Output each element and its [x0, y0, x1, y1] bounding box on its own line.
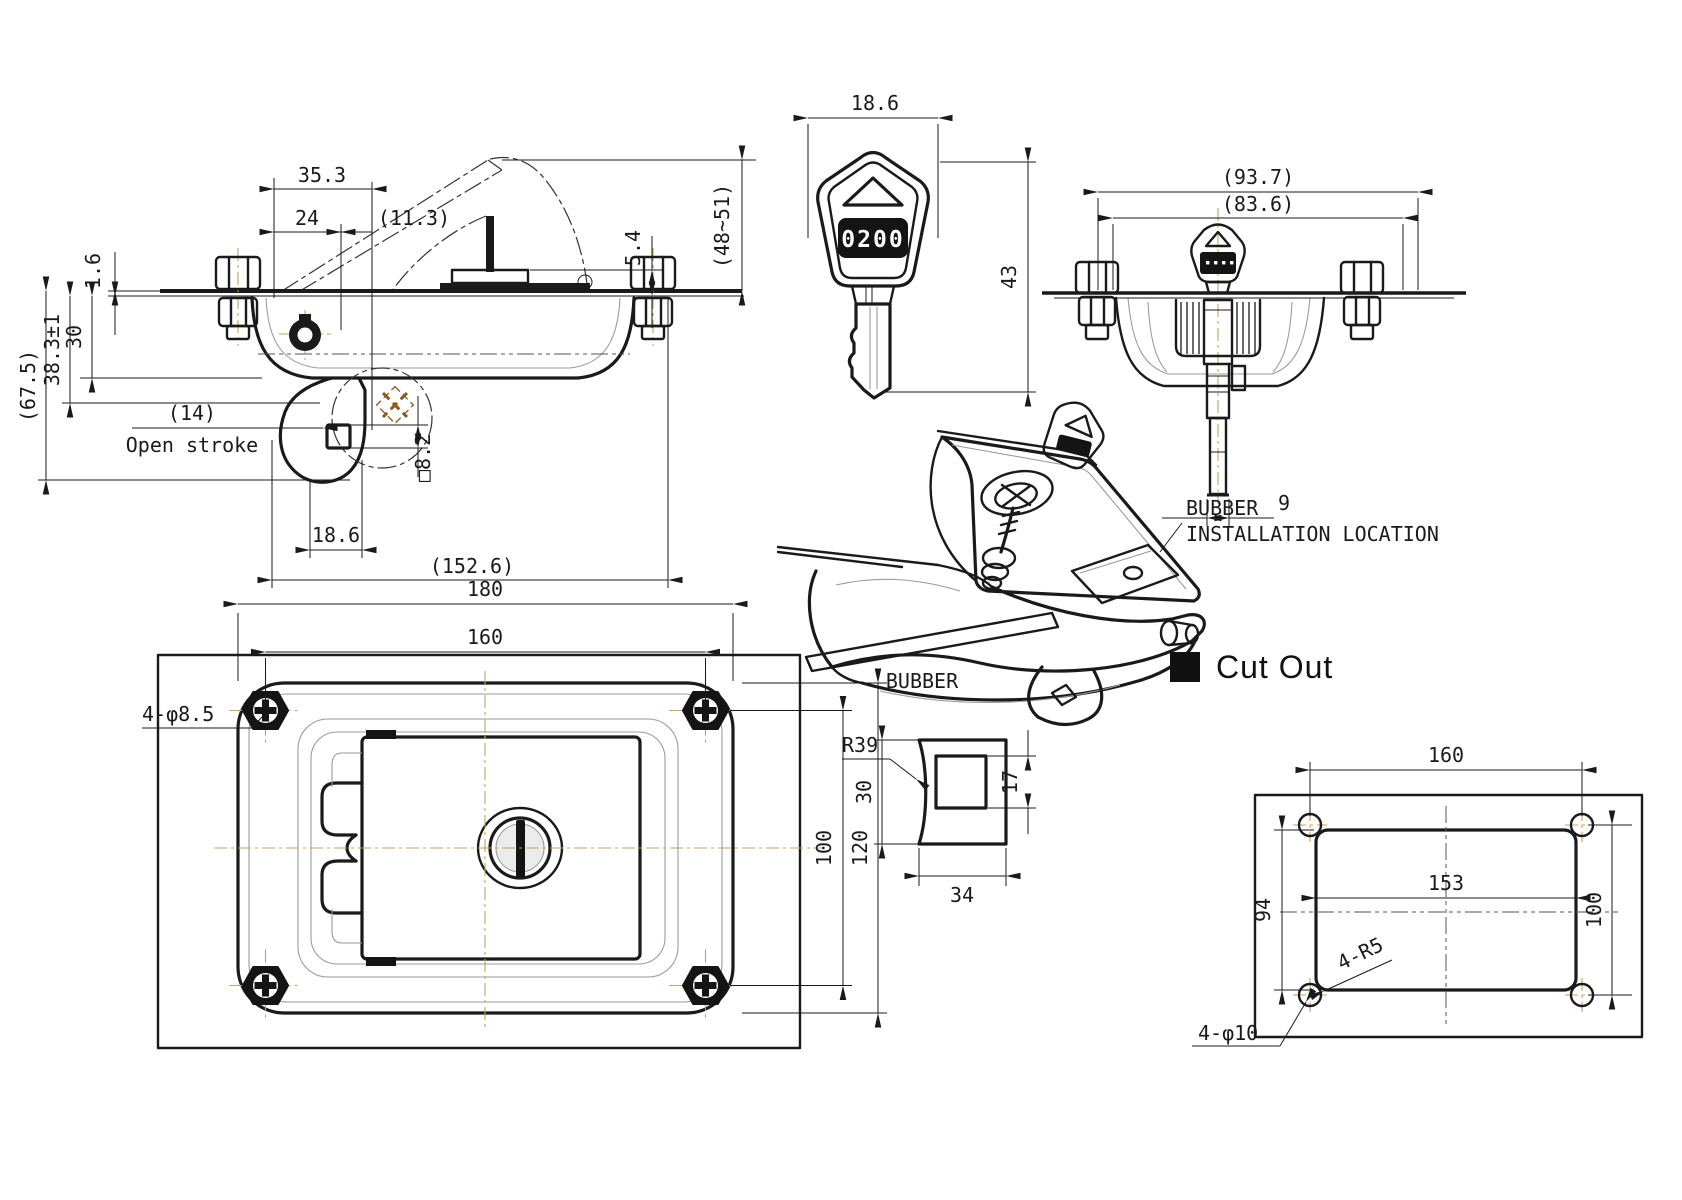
dim-18-6: 18.6: [312, 523, 360, 547]
end-view: (93.7) (83.6) 9: [1040, 150, 1470, 570]
key-view: 0200 18.6 43: [790, 90, 1050, 407]
dim-14: (14): [168, 401, 216, 425]
dim-11-3: (11.3): [378, 206, 450, 230]
front-view-drawing: 180 160 100 120 4-φ8.5: [142, 577, 887, 1050]
dim-160: 160: [467, 625, 503, 649]
open-stroke-label: Open stroke: [126, 433, 258, 457]
side-section-drawing: 35.3 24 (11.3) 1.6 30 38.3±1 (67.5) (14)…: [16, 145, 756, 588]
isometric-view: BUBBER INSTALLATION LOCATION: [720, 375, 1439, 727]
rubber-callout: BUBBER INSTALLATION LOCATION: [1159, 496, 1439, 553]
dim-152-6: (152.6): [430, 554, 514, 578]
stud-bolt: [486, 216, 494, 272]
iso-rubber-bracket: [1070, 543, 1180, 605]
latch-rod: [1205, 362, 1247, 497]
dim-cut-160: 160: [1428, 743, 1464, 767]
cutout-view: Cut Out: [1140, 640, 1680, 1090]
dim-1-6: 1.6: [81, 253, 105, 289]
end-dimensions: (93.7) (83.6) 9: [1083, 165, 1433, 526]
dim-67-5: (67.5): [16, 350, 40, 422]
cutout-drawing: Cut Out: [1170, 649, 1644, 1047]
dim-cut-4r5: 4-R5: [1333, 932, 1387, 975]
key-code: 0200: [841, 227, 904, 253]
open-paddle-phantom: [281, 156, 593, 292]
dim-cut-153: 153: [1428, 871, 1464, 895]
iso-key: [1042, 401, 1105, 470]
dim-100: 100: [812, 830, 836, 866]
bubber-outline: [917, 738, 1008, 846]
dim-5-4: 5.4: [621, 230, 645, 266]
dim-key-length: 43: [997, 265, 1021, 289]
dim-83-6: (83.6): [1222, 192, 1294, 216]
dim-38-3: 38.3±1: [40, 314, 64, 386]
knurled-nut: [1174, 298, 1262, 366]
bubber-label: BUBBER: [886, 669, 959, 693]
dim-cut-94: 94: [1251, 898, 1275, 922]
end-view-drawing: (93.7) (83.6) 9: [1042, 165, 1466, 526]
key-outline: 0200: [816, 150, 930, 400]
side-dimensions: 35.3 24 (11.3) 1.6 30 38.3±1 (67.5) (14)…: [16, 145, 756, 588]
key-code-plate: [838, 218, 908, 258]
dim-120: 120: [848, 830, 872, 866]
dim-bubber-30: 30: [852, 780, 876, 804]
dim-48-51: (48~51): [710, 184, 734, 268]
dim-9: 9: [1278, 491, 1290, 515]
callout-line1: BUBBER: [1186, 496, 1259, 520]
bubber-part-drawing: BUBBER R39 30 34 17: [842, 669, 1036, 907]
dim-35-3: 35.3: [298, 163, 346, 187]
front-view: 180 160 100 120 4-φ8.5: [130, 525, 900, 1070]
dim-r39: R39: [842, 733, 878, 757]
cutout-title: Cut Out: [1216, 649, 1333, 685]
dim-93-7: (93.7): [1222, 165, 1294, 189]
bubber-dimensions: R39 30 34 17: [842, 725, 1036, 907]
latch-hook: [278, 367, 433, 484]
dim-8-2: □8.2: [411, 434, 435, 482]
iso-lock-cylinder: [980, 469, 1054, 591]
end-pan: [1114, 296, 1326, 388]
dim-cut-4phi10: 4-φ10: [1198, 1021, 1258, 1045]
dim-bubber-17: 17: [998, 770, 1022, 794]
front-dimensions: 180 160 100 120 4-φ8.5: [142, 577, 887, 1028]
cutout-panel: [1253, 793, 1644, 1039]
mount-bolt-left: [214, 246, 262, 348]
dim-4-phi-8-5: 4-φ8.5: [142, 702, 214, 726]
latch-pan: [250, 296, 636, 380]
dim-24: 24: [295, 206, 319, 230]
pivot-rivet: [279, 310, 331, 360]
dim-30: 30: [62, 325, 86, 349]
striker-phantom: [375, 385, 415, 425]
end-key: [1190, 223, 1246, 295]
hole-bottom-left: [1293, 978, 1327, 1012]
iso-hook: [1027, 665, 1104, 727]
dim-key-width: 18.6: [851, 91, 899, 115]
callout-line2: INSTALLATION LOCATION: [1186, 522, 1439, 546]
cutout-title-square: [1170, 652, 1200, 682]
bubber-part-view: BUBBER R39 30 34 17: [830, 660, 1090, 910]
dim-bubber-34: 34: [950, 883, 974, 907]
end-bolt-left: [1074, 260, 1120, 341]
key-drawing: 0200 18.6 43: [793, 91, 1036, 407]
isometric-drawing: BUBBER INSTALLATION LOCATION: [776, 401, 1439, 727]
end-bolt-right: [1339, 260, 1385, 341]
dim-cut-100: 100: [1582, 892, 1606, 928]
key-dimensions: 18.6 43: [793, 91, 1036, 407]
dim-180: 180: [467, 577, 503, 601]
side-section-view: 35.3 24 (11.3) 1.6 30 38.3±1 (67.5) (14)…: [16, 130, 780, 600]
cutout-dimensions: 160 153 94 100 4-R5 4-φ10: [1192, 743, 1632, 1047]
